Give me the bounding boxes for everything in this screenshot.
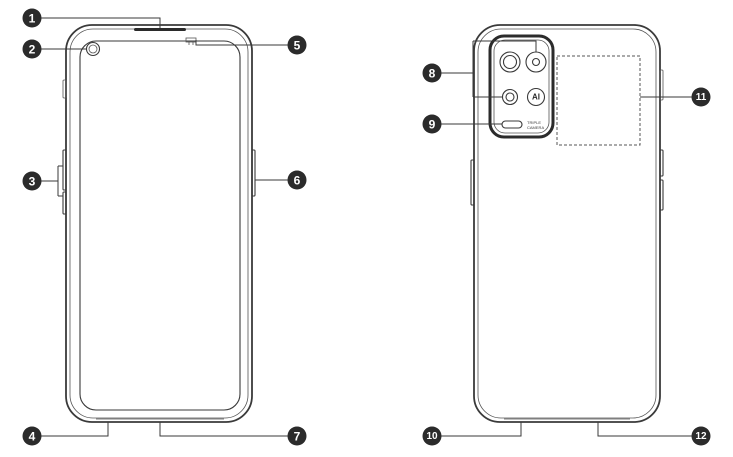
leader-lines (41, 17, 692, 437)
back-body-outline (473, 24, 661, 423)
ai-lens: AI (526, 87, 546, 107)
front-camera (85, 41, 101, 57)
main-lens (499, 51, 521, 73)
svg-text:7: 7 (294, 430, 301, 444)
svg-text:2: 2 (29, 43, 36, 57)
ai-lens-label: AI (532, 93, 540, 102)
callout-4: 4 (22, 426, 42, 446)
secondary-lens (525, 51, 547, 73)
svg-text:1: 1 (29, 12, 36, 26)
callout-11: 11 (691, 87, 711, 107)
svg-text:11: 11 (696, 92, 707, 103)
svg-text:5: 5 (294, 39, 301, 53)
camera-module-outer (488, 34, 555, 139)
front-body-outline (65, 24, 253, 423)
front-screen (79, 40, 241, 411)
back-left-button (470, 159, 475, 206)
volume-up-button (62, 149, 67, 191)
back-right-button-2 (659, 179, 664, 211)
phone-back-view: AI TRIPLE CAMERA (470, 24, 664, 423)
earpiece-speaker (134, 28, 186, 31)
callout-6: 6 (287, 170, 307, 190)
back-body-inner-edge (477, 28, 657, 419)
flash-text-line2: CAMERA (527, 125, 544, 130)
svg-text:8: 8 (429, 67, 436, 81)
back-right-slot (659, 69, 664, 101)
svg-text:12: 12 (695, 431, 707, 442)
callout-5: 5 (287, 35, 307, 55)
nfc-area (556, 55, 641, 146)
volume-down-button (62, 191, 67, 215)
left-side-slot (62, 79, 67, 99)
callout-10: 10 (422, 426, 442, 446)
svg-text:4: 4 (29, 430, 36, 444)
callout-7: 7 (287, 426, 307, 446)
callout-9: 9 (422, 114, 442, 134)
macro-lens (501, 88, 519, 106)
front-body-inner-edge (69, 28, 249, 419)
svg-text:6: 6 (294, 174, 301, 188)
back-right-button-1 (659, 149, 664, 177)
flash-text-line1: TRIPLE (527, 120, 541, 125)
flash (501, 120, 523, 129)
svg-text:10: 10 (426, 431, 438, 442)
phone-front-view (62, 24, 256, 423)
callout-2: 2 (22, 39, 42, 59)
callout-8: 8 (422, 63, 442, 83)
svg-text:3: 3 (29, 175, 36, 189)
svg-text:9: 9 (429, 118, 436, 132)
callout-3: 3 (22, 171, 42, 191)
callout-1: 1 (22, 8, 42, 28)
power-button (251, 149, 256, 197)
callout-12: 12 (691, 426, 711, 446)
front-camera-inner (88, 44, 98, 54)
camera-module-inner (493, 39, 550, 134)
